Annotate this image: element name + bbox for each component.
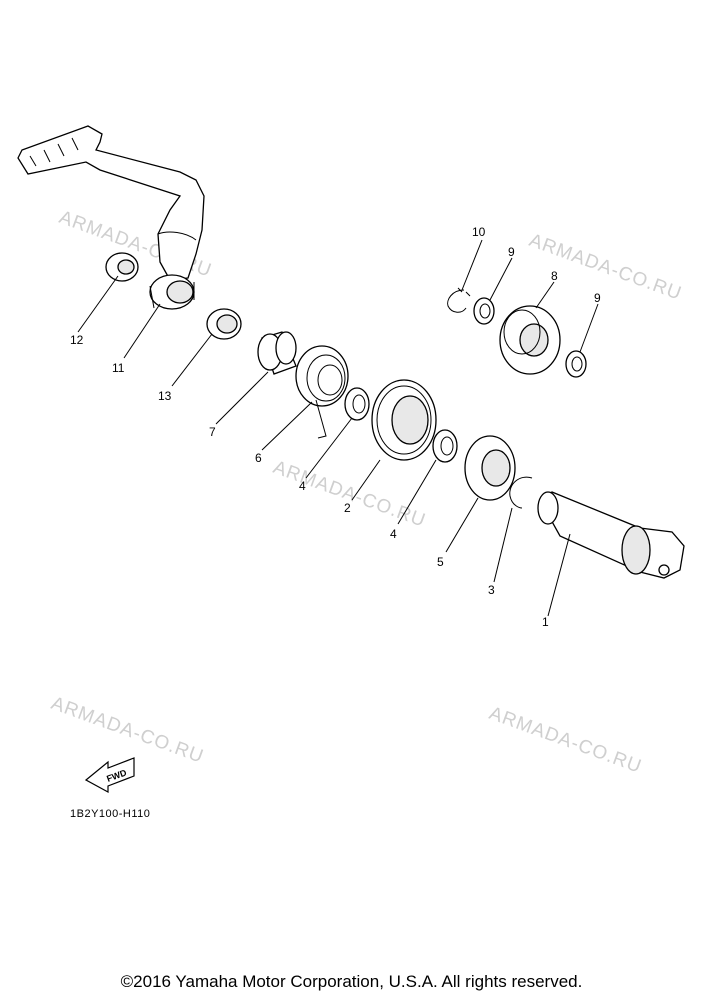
washer-9b (565, 350, 587, 378)
label-5: 5 (437, 555, 444, 569)
label-9b: 9 (594, 291, 601, 305)
clip-3 (509, 476, 533, 509)
washer-9a (473, 297, 495, 325)
diagram-code: 1B2Y100-H110 (70, 808, 150, 820)
washer-4b (432, 429, 458, 463)
watermark-3: ARMADA-CO.RU (270, 457, 428, 532)
label-13: 13 (158, 389, 172, 403)
kick-gear-2 (371, 379, 437, 461)
washer-4a (344, 387, 370, 421)
label-12: 12 (70, 333, 84, 347)
collar-7 (257, 331, 297, 375)
label-2: 2 (344, 501, 351, 515)
watermark-2: ARMADA-CO.RU (526, 230, 684, 305)
label-9a: 9 (508, 245, 515, 259)
label-8: 8 (551, 269, 558, 283)
label-4a: 4 (299, 479, 306, 493)
watermark-4: ARMADA-CO.RU (48, 693, 206, 768)
label-11: 11 (112, 361, 125, 375)
label-10: 10 (472, 225, 486, 239)
label-6: 6 (255, 451, 262, 465)
leader-lines (77, 239, 599, 617)
part-numbers: 12 11 13 7 6 4 2 4 5 3 1 10 9 8 9 (70, 225, 601, 629)
torsion-spring-6 (295, 345, 349, 439)
circlip-10 (447, 287, 471, 313)
kick-crank-lever (17, 125, 205, 310)
oil-seal-13 (206, 308, 242, 340)
fwd-arrow-icon: FWD (84, 757, 135, 794)
idler-gear-8 (499, 305, 561, 375)
label-3: 3 (488, 583, 495, 597)
watermark-5: ARMADA-CO.RU (486, 703, 644, 778)
label-7: 7 (209, 425, 216, 439)
ratchet-wheel-5 (464, 435, 516, 501)
label-1: 1 (542, 615, 549, 629)
kick-axle-1 (537, 491, 685, 579)
label-4b: 4 (390, 527, 397, 541)
watermarks: ARMADA-CO.RU ARMADA-CO.RU ARMADA-CO.RU A… (48, 207, 684, 778)
nut-12 (105, 252, 139, 282)
copyright-notice: ©2016 Yamaha Motor Corporation, U.S.A. A… (120, 972, 583, 991)
